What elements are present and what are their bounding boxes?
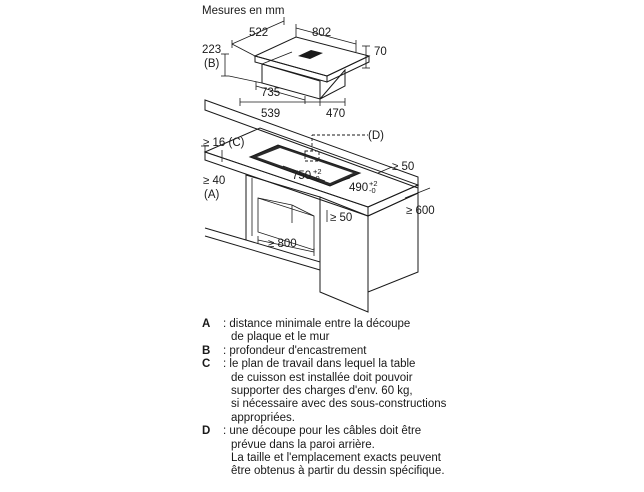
hob-right-edge (326, 55, 370, 83)
legend-line: si nécessaire avec des sous-construction… (231, 398, 447, 411)
dim-16c: ≥ 16 (C) (203, 137, 245, 149)
dim-490: 490 (349, 182, 368, 194)
tol-750-plus: +2 (313, 167, 322, 176)
units-title: Mesures en mm (202, 5, 284, 17)
legend-entry-d: D : une découpe pour les câbles doit êtr… (202, 425, 632, 479)
legend-line: : une découpe pour les câbles doit être (223, 425, 422, 438)
dim-50-right: ≥ 50 (392, 161, 414, 173)
hob-air-slot (298, 50, 323, 59)
legend-entry-c: C : le plan de travail dans lequel la ta… (202, 358, 632, 425)
tol-750-minus: -0 (313, 174, 320, 183)
dim-223: 223 (202, 44, 221, 56)
legend-line: appropriées. (231, 411, 295, 424)
ref-a: (A) (204, 189, 220, 201)
worktop-drawing: (D) ≥ 16 (C) ≥ 40 (A) 750 +2 -0 490 +2 (201, 99, 435, 313)
dim-40: ≥ 40 (203, 175, 225, 187)
legend-line: La taille et l'emplacement exacts peuven… (231, 452, 441, 465)
legend-line: : distance minimale entre la découpe (223, 318, 411, 330)
cutout-inner (257, 148, 353, 183)
dim-735: 735 (261, 87, 280, 99)
dim-750: 750 (292, 170, 311, 182)
legend: A : distance minimale entre la découpe d… (202, 318, 632, 479)
dim-522: 522 (249, 27, 268, 39)
legend-key: A (202, 318, 211, 330)
hob-front-edge (254, 55, 328, 83)
dim-70: 70 (374, 46, 387, 58)
hob-drawing: 522 802 70 223 (B) 735 539 470 (202, 17, 387, 120)
installation-diagram: Mesures en mm 522 802 70 223 (201, 5, 435, 313)
dim-802: 802 (312, 27, 331, 39)
legend-key: C (202, 358, 211, 371)
dim-539: 539 (261, 108, 280, 120)
legend-key: B (202, 344, 211, 357)
legend-line: supporter des charges d'env. 60 kg, (231, 385, 413, 398)
legend-line: : le plan de travail dans lequel la tabl… (223, 358, 416, 371)
legend-line: de cuisson est installée doit pouvoir (231, 371, 413, 384)
legend-line: être obtenus à partir du dessin spécifiq… (231, 465, 445, 478)
legend-key: D (202, 425, 211, 438)
tol-490-minus: -0 (369, 186, 376, 195)
tol-490-plus: +2 (369, 179, 378, 188)
dim-50-front: ≥ 50 (330, 212, 352, 224)
ref-d: (D) (368, 130, 384, 142)
legend-entry-b: B : profondeur d'encastrement (202, 345, 632, 358)
legend-line: prévue dans la paroi arrière. (231, 438, 375, 451)
legend-line: de plaque et le mur (231, 331, 330, 344)
hob-housing-side (319, 68, 346, 100)
dim-470: 470 (326, 108, 345, 120)
legend-entry-a: A : distance minimale entre la découpe d… (202, 318, 632, 345)
dim-600: ≥ 600 (406, 205, 435, 217)
legend-line: : profondeur d'encastrement (223, 344, 367, 357)
ref-b: (B) (204, 58, 220, 70)
dim-800: ≥ 800 (268, 238, 297, 250)
